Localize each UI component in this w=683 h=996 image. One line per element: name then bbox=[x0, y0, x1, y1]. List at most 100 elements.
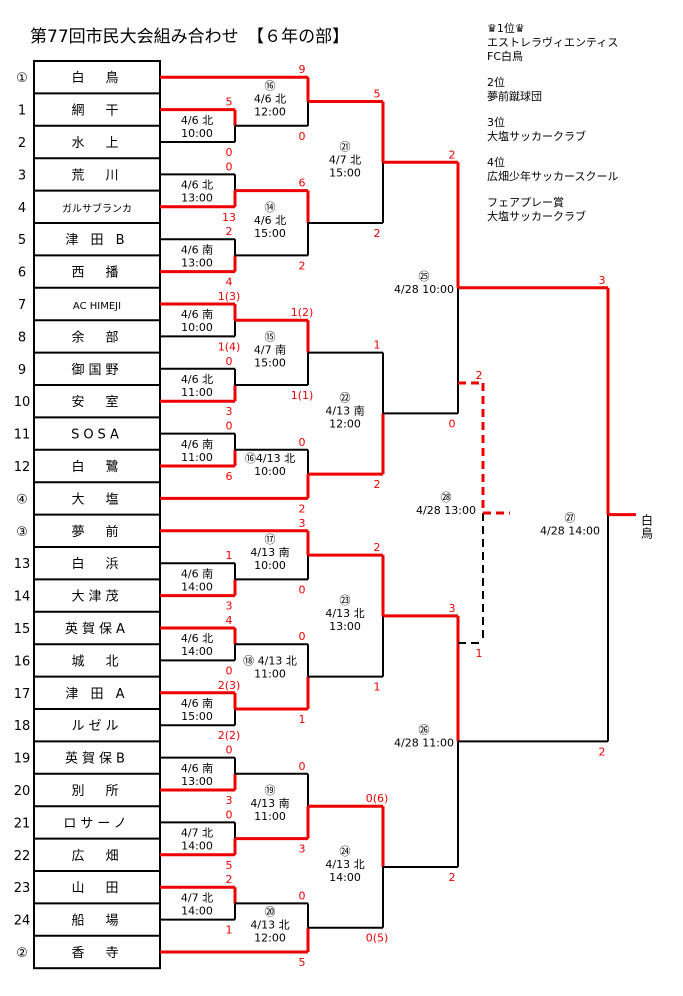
match-info: 15:00 bbox=[254, 227, 286, 240]
team-seed: 24 bbox=[14, 914, 31, 929]
result-rank: 4位 bbox=[487, 156, 505, 169]
score: 1 bbox=[374, 339, 381, 352]
score: 1 bbox=[374, 681, 381, 694]
match-info: 11:00 bbox=[254, 668, 286, 681]
team-seed: ④ bbox=[16, 492, 28, 507]
score: 2 bbox=[226, 873, 233, 886]
result-2nd: 2位 夢前蹴球団 bbox=[487, 76, 618, 104]
score: 2 bbox=[374, 478, 381, 491]
match-info: ⑳ bbox=[265, 906, 276, 919]
team-name: SOSA bbox=[71, 428, 123, 443]
results-panel: ♛1位♛ エストレラヴィエンティス FC白鳥 2位 夢前蹴球団 3位 大塩サッカ… bbox=[487, 22, 618, 236]
team-seed: 17 bbox=[14, 687, 31, 702]
team-name: 夢 前 bbox=[71, 524, 122, 540]
result-rank: ♛1位♛ bbox=[487, 22, 525, 35]
match-info: 11:00 bbox=[181, 386, 213, 399]
team-name: 水 上 bbox=[71, 136, 122, 151]
score: 6 bbox=[226, 470, 233, 483]
score: 0 bbox=[226, 355, 233, 368]
result-fairplay: フェアプレー賞 大塩サッカークラブ bbox=[487, 196, 618, 224]
match-info: 14:00 bbox=[181, 840, 213, 853]
match-info: 4/6 北 bbox=[254, 93, 286, 106]
team-name: ルゼル bbox=[71, 719, 122, 734]
team-seed: 19 bbox=[14, 752, 31, 767]
team-name: 安 室 bbox=[71, 394, 122, 410]
match-info: 12:00 bbox=[254, 932, 286, 945]
team-seed: 8 bbox=[18, 330, 26, 345]
score: 1 bbox=[226, 924, 233, 937]
team-seed: 3 bbox=[18, 168, 26, 183]
team-seed: 14 bbox=[14, 590, 31, 605]
result-team: 夢前蹴球団 bbox=[487, 90, 542, 103]
team-name: 津 田 A bbox=[65, 687, 128, 702]
match-info: ㉖ bbox=[419, 723, 430, 736]
match-info: 4/13 北 bbox=[325, 607, 364, 620]
result-rank: フェアプレー賞 bbox=[487, 196, 564, 209]
match-info: 4/6 南 bbox=[181, 697, 213, 710]
score: 0 bbox=[226, 808, 233, 821]
team-name: 別 所 bbox=[71, 784, 122, 799]
match-info: 4/13 南 bbox=[250, 546, 289, 559]
team-name: 御国野 bbox=[71, 363, 122, 378]
score: 2(2) bbox=[218, 729, 241, 742]
match-info: 4/7 北 bbox=[181, 891, 213, 904]
score: 2 bbox=[226, 225, 233, 238]
score: 2(3) bbox=[218, 679, 241, 692]
match-info: 13:00 bbox=[181, 192, 213, 205]
champion-name: 鳥 bbox=[641, 526, 653, 541]
team-seed: 6 bbox=[18, 266, 26, 281]
team-name: 城 北 bbox=[71, 654, 122, 669]
team-seed: 22 bbox=[14, 849, 31, 864]
team-seed: ① bbox=[16, 71, 28, 86]
match-info: 4/7 南 bbox=[254, 344, 286, 357]
score: 1(4) bbox=[218, 340, 241, 353]
score: 1(2) bbox=[291, 306, 314, 319]
score: 2 bbox=[374, 227, 381, 240]
team-name: 白 鷺 bbox=[71, 459, 122, 475]
score: 0(5) bbox=[366, 932, 389, 945]
score: 3 bbox=[599, 274, 606, 287]
match-info: 4/28 14:00 bbox=[540, 525, 600, 538]
team-seed: 11 bbox=[14, 428, 31, 443]
team-seed: 16 bbox=[14, 654, 31, 669]
match-info: 10:00 bbox=[181, 321, 213, 334]
team-seed: 2 bbox=[18, 136, 26, 151]
match-info: 13:00 bbox=[181, 256, 213, 269]
match-info: 10:00 bbox=[254, 465, 286, 478]
team-name: 大 塩 bbox=[71, 492, 122, 507]
match-info: 14:00 bbox=[181, 580, 213, 593]
match-info: 15:00 bbox=[254, 357, 286, 370]
match-info: 4/7 北 bbox=[329, 153, 361, 166]
score: 9 bbox=[299, 63, 306, 76]
match-info: 4/13 南 bbox=[325, 404, 364, 417]
match-info: ㉕ bbox=[419, 270, 430, 283]
score: 0 bbox=[226, 160, 233, 173]
result-team: 広畑少年サッカースクール bbox=[487, 170, 619, 183]
team-seed: ② bbox=[16, 946, 28, 961]
match-info: 4/13 北 bbox=[250, 919, 289, 932]
match-info: ㉓ bbox=[340, 594, 351, 607]
match-info: ⑮ bbox=[265, 331, 276, 344]
score: 5 bbox=[226, 859, 233, 872]
score: 1 bbox=[476, 647, 483, 660]
match-info: 14:00 bbox=[181, 904, 213, 917]
score: 5 bbox=[226, 96, 233, 109]
score: 1(3) bbox=[218, 290, 241, 303]
match-info: ㉒ bbox=[340, 391, 351, 404]
match-info: 4/13 北 bbox=[325, 858, 364, 871]
team-name: 余 部 bbox=[71, 329, 122, 345]
team-seed: 10 bbox=[14, 395, 31, 410]
team-seed: 18 bbox=[14, 719, 31, 734]
match-info: 11:00 bbox=[181, 451, 213, 464]
team-name: 津 田 B bbox=[65, 233, 128, 248]
score: 2 bbox=[449, 148, 456, 161]
score: 0 bbox=[226, 146, 233, 159]
score: 13 bbox=[222, 211, 236, 224]
team-name: 白 浜 bbox=[71, 556, 122, 572]
team-name: 船 場 bbox=[71, 914, 122, 929]
match-info: ⑯4/13 北 bbox=[245, 452, 295, 465]
team-seed: 23 bbox=[14, 881, 31, 896]
score: 2 bbox=[299, 502, 306, 515]
match-info: 4/28 13:00 bbox=[416, 504, 476, 517]
